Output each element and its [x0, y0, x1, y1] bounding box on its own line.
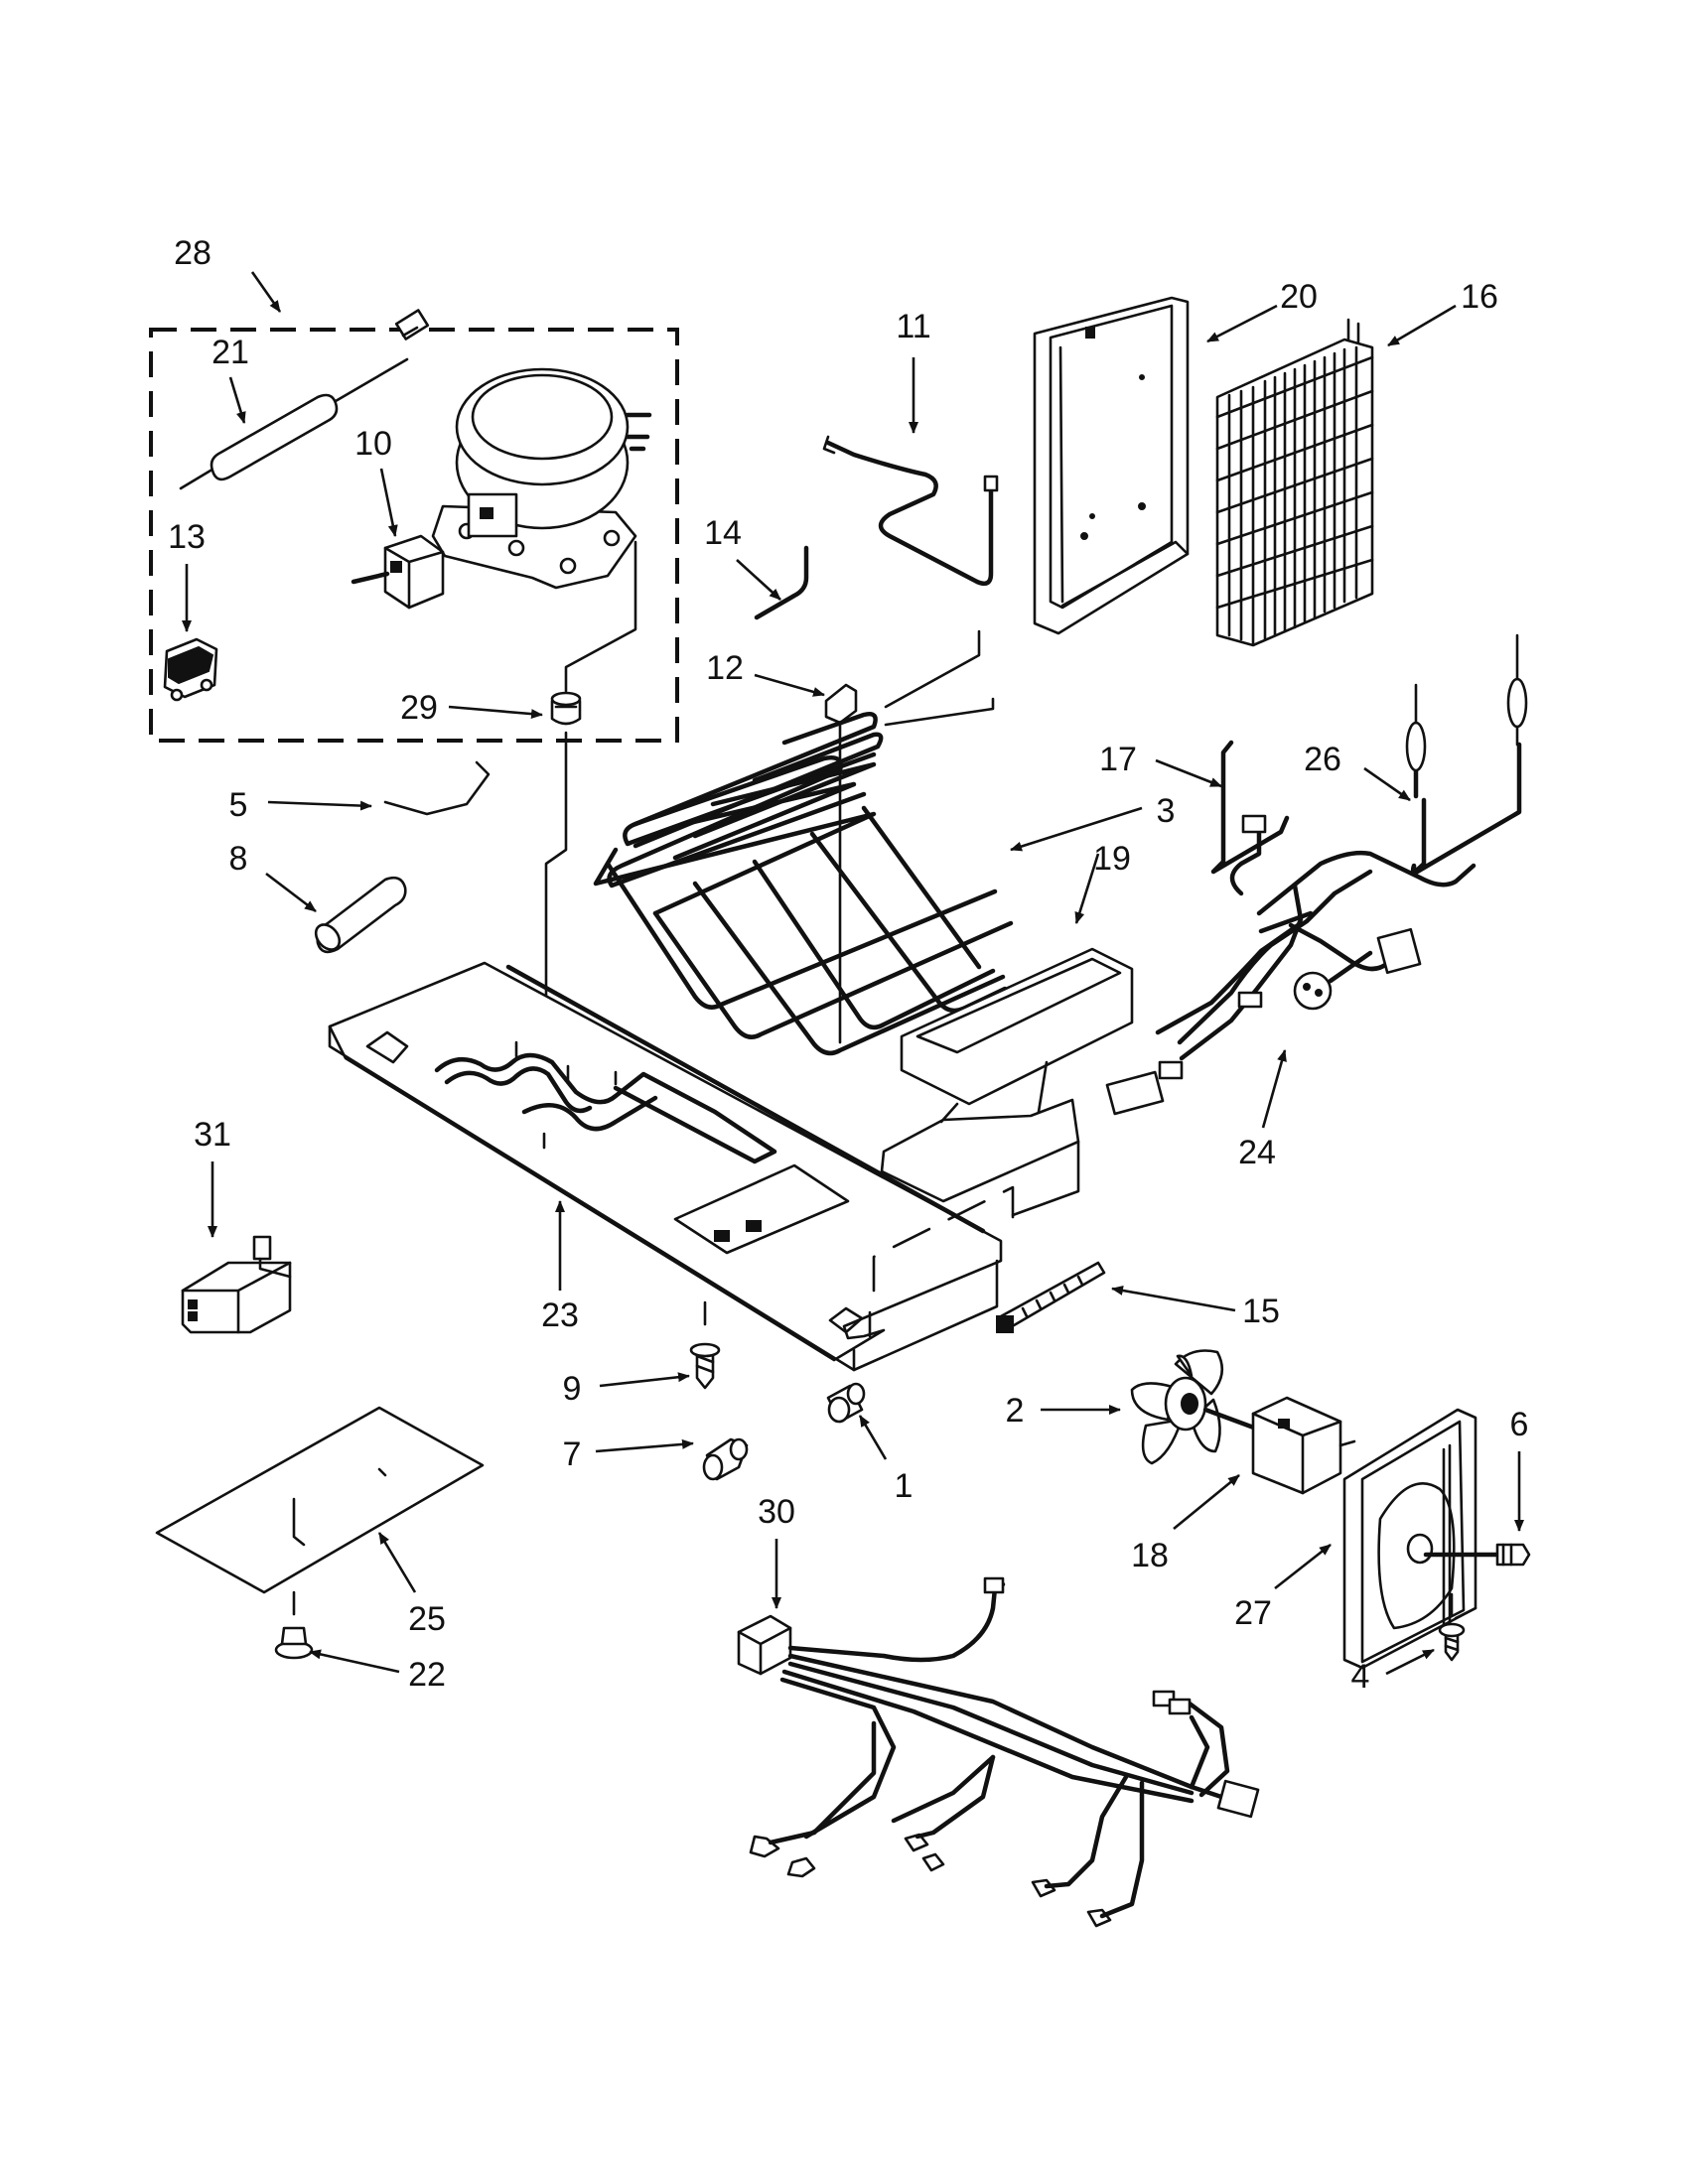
callout-11: 11: [896, 308, 930, 345]
callout-30: 30: [758, 1493, 795, 1531]
clip-part: [274, 1626, 314, 1660]
callout-12: 12: [706, 649, 744, 687]
defrost-heater-part: [593, 629, 1014, 1056]
control-module-part: [181, 1235, 292, 1334]
overload-part: [163, 637, 218, 702]
callout-6: 6: [1510, 1406, 1529, 1443]
insulation-sheet-part: [155, 1406, 485, 1594]
tube-part: [1405, 633, 1528, 877]
compressor-part: [431, 367, 652, 590]
callout-31: 31: [194, 1116, 231, 1154]
tube-part: [754, 545, 809, 620]
callout-15: 15: [1242, 1293, 1280, 1330]
callout-10: 10: [354, 425, 392, 463]
callout-8: 8: [229, 840, 248, 878]
callout-27: 27: [1234, 1594, 1272, 1632]
tie-strap-part: [996, 1261, 1106, 1333]
callout-20: 20: [1280, 278, 1318, 316]
callout-16: 16: [1461, 278, 1498, 316]
spacer-part: [826, 1382, 866, 1424]
callout-17: 17: [1099, 741, 1137, 778]
callout-3: 3: [1157, 792, 1176, 830]
callout-21: 21: [211, 334, 249, 371]
sleeve-part: [314, 876, 407, 954]
filter-drier-part: [179, 309, 430, 490]
callout-7: 7: [563, 1435, 582, 1473]
fan-motor-part: [1202, 1396, 1356, 1495]
grommet-part: [550, 691, 582, 726]
callout-2: 2: [1006, 1392, 1025, 1430]
wire-harness-part: [737, 1576, 1260, 1928]
connecting-line: [564, 540, 637, 693]
leader-arrows: [182, 271, 1524, 1676]
screw-part: [1423, 1543, 1531, 1567]
tube-part: [1210, 740, 1290, 875]
callout-13: 13: [168, 518, 206, 556]
callout-26: 26: [1304, 741, 1341, 778]
fan-bracket-part: [1342, 1408, 1477, 1670]
relay-part: [351, 534, 445, 610]
wire-part: [383, 760, 491, 816]
callout-labels: 28 21 10 13 29 11 14 12 20 16 5 8 17 3 1…: [168, 234, 1528, 1696]
callout-18: 18: [1131, 1537, 1169, 1574]
screw-part: [1438, 1592, 1466, 1662]
tube-part: [825, 440, 994, 586]
base-plate-part: [328, 961, 1003, 1372]
callout-9: 9: [563, 1370, 582, 1408]
callout-4: 4: [1351, 1658, 1370, 1696]
screw-part: [689, 1300, 721, 1390]
callout-22: 22: [408, 1656, 446, 1694]
callout-23: 23: [541, 1297, 579, 1334]
callout-25: 25: [408, 1600, 446, 1638]
evaporator-part: [1215, 318, 1374, 647]
wire-harness-part: [1105, 814, 1477, 1116]
spacer-part: [702, 1437, 749, 1481]
evaporator-cover-part: [1033, 296, 1190, 635]
drain-pan-part: [880, 947, 1134, 1217]
clip-part: [824, 683, 858, 725]
callout-5: 5: [229, 786, 248, 824]
fan-blade-part: [1130, 1349, 1224, 1465]
connecting-line: [872, 1185, 1015, 1293]
connecting-line: [544, 731, 568, 1056]
callout-19: 19: [1093, 840, 1131, 878]
callout-28: 28: [174, 234, 211, 272]
callout-29: 29: [400, 689, 438, 727]
callout-14: 14: [704, 514, 742, 552]
callout-1: 1: [895, 1467, 914, 1505]
callout-24: 24: [1238, 1134, 1276, 1171]
